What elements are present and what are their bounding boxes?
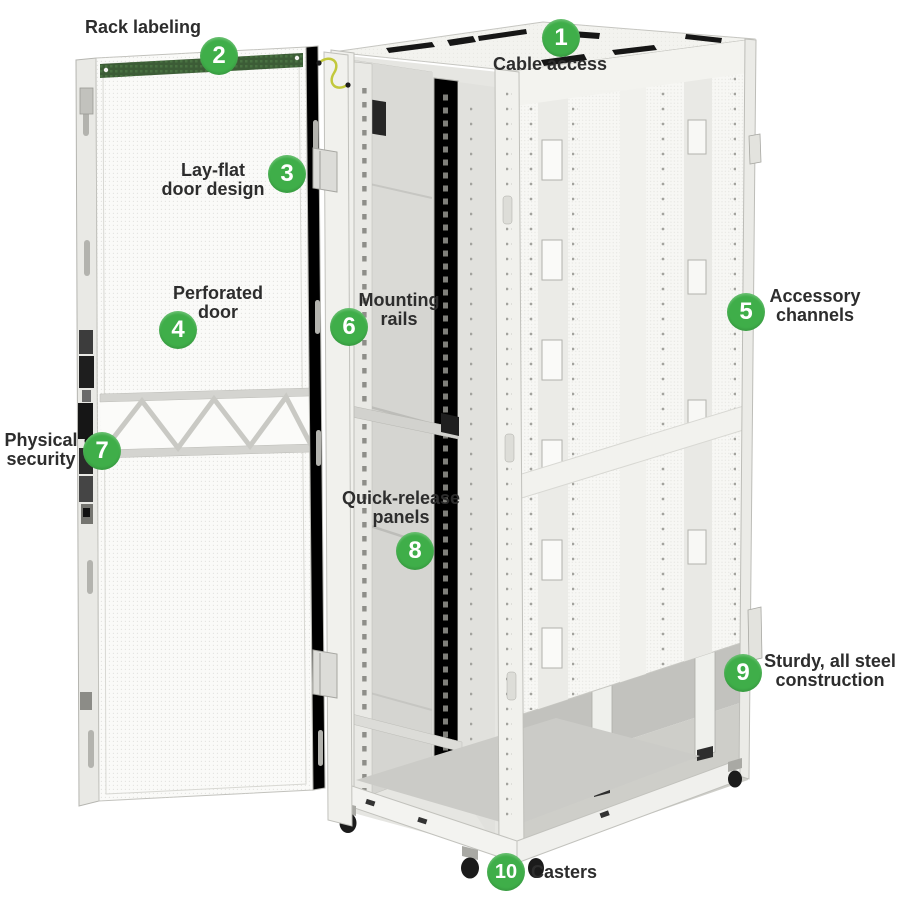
callout-badge-5: 5 <box>727 293 765 331</box>
callout-label-steel-construction: Sturdy, all steel construction <box>764 651 896 690</box>
callout-badge-4: 4 <box>159 311 197 349</box>
mounting-rail-left <box>353 61 373 801</box>
door-stiffener-truss <box>99 387 314 459</box>
callout-badge-1: 1 <box>542 19 580 57</box>
callout-label-casters: Casters <box>531 862 598 882</box>
callout-label-lay-flat-door: Lay-flat door design <box>161 160 265 199</box>
callout-badge-8: 8 <box>396 532 434 570</box>
callout-label-mounting-rails: Mounting rails <box>358 290 440 329</box>
door-hinges <box>312 147 338 699</box>
grounding-wire <box>316 57 351 89</box>
callout-label-perforated-door: Perforated door <box>172 283 264 322</box>
accessory-channels <box>528 50 736 716</box>
callout-badge-7: 7 <box>83 432 121 470</box>
callout-badge-6: 6 <box>330 308 368 346</box>
interior-floor <box>356 718 700 826</box>
callout-badge-3: 3 <box>268 155 306 193</box>
callout-label-quick-release-panels: Quick-release panels <box>341 488 461 527</box>
door-lock-hardware <box>78 330 94 524</box>
front-right-post <box>494 68 525 859</box>
side-panel <box>514 38 763 780</box>
rack-labeling-strip <box>100 53 303 78</box>
callout-badge-10: 10 <box>487 853 525 891</box>
cabinet-interior <box>350 56 700 858</box>
callout-label-cable-access: Cable access <box>492 54 608 74</box>
door-frame-post <box>323 51 353 827</box>
callout-label-accessory-channels: Accessory channels <box>769 286 861 325</box>
callout-badge-2: 2 <box>200 37 238 75</box>
callout-badge-9: 9 <box>724 654 762 692</box>
callout-label-physical-security: Physical security <box>4 430 78 469</box>
callout-label-rack-labeling: Rack labeling <box>85 17 202 37</box>
